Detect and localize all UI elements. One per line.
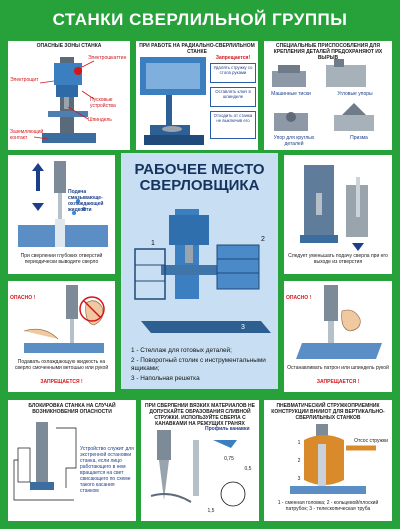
num-2: 2 [297,458,301,464]
forbidden-label: ЗАПРЕЩАЕТСЯ ! [316,379,360,385]
label-start-devices: Пусковые устройства [90,97,116,109]
rag-illustration [23,285,105,353]
fixtures-illustration [272,59,374,131]
feed-illustration [300,165,368,251]
caption: Останавливать патрон или шпиндель рукой [287,365,389,371]
rule-box: Оставлять ключ в шпинделе [210,87,256,107]
label-vise: Машинные тиски [271,91,311,97]
rule-box: Удалять стружку со стола руками [210,63,256,83]
caption: Следует уменьшать подачу сверла при его … [288,253,388,265]
legend-item-1: 1 - Стеллаж для готовых деталей; [131,347,232,354]
panel-danger-zones: ОПАСНЫЕ ЗОНЫ СТАНКА Электрошкаттин Пуско… [8,41,130,150]
panel-radial-drilling: ПРИ РАБОТЕ НА РАДИАЛЬНО-СВЕРЛИЛЬНОМ СТАН… [136,41,258,150]
panel-title: ПРИ РАБОТЕ НА РАДИАЛЬНО-СВЕРЛИЛЬНОМ СТАН… [139,43,255,55]
coolant-label: Подача смазывающе-охлаждающей жидкости [68,189,104,213]
rule-box: Отходить от станка не выключив его [210,111,256,139]
panel-feed-reduce: Следует уменьшать подачу сверла при его … [284,155,392,274]
panel-stop-chuck: ОПАСНО ! Останавливать патрон или шпинде… [284,281,392,392]
legend-item-2: 2 - Поворотный столик с инструментальным… [131,357,266,372]
workplace-illustration: 1 2 3 [134,209,271,333]
panel-title: СПЕЦИАЛЬНЫЕ ПРИСПОСОБЛЕНИЯ ДЛЯ КРЕПЛЕНИЯ… [273,43,383,61]
drill-machine-illustration [33,57,96,143]
panel-viscous: ПРИ СВЕРЛЕНИИ ВЯЗКИХ МАТЕРИАЛОВ НЕ ДОПУС… [141,400,259,521]
legend-item-3: 3 - Напольная решетка [131,375,200,382]
center-title-1: РАБОЧЕЕ МЕСТО [134,161,265,178]
center-title-2: СВЕРЛОВЩИКА [139,177,260,194]
num-1: 1 [297,440,301,446]
label-angle-stops: Угловые упоры [337,91,373,97]
radial-drill-illustration [140,57,206,145]
dimension: 0,75 [224,456,234,462]
label-round-stop: Упор для круглых деталей [273,135,315,147]
panel-title: ПНЕВМАТИЧЕСКИЙ СТРУЖКОПРИЕМНИК КОНСТРУКЦ… [271,403,385,421]
caption: 1 - сменная головка; 2 - кольцевой/плоск… [277,500,379,512]
suction-label: Отсос стружки [354,438,388,444]
panel-emergency-block: БЛОКИРОВКА СТАНКА НА СЛУЧАЙ ВОЗНИКНОВЕНИ… [8,400,136,521]
svg-text:1: 1 [151,240,155,247]
caption: При сверлении глубоких отверстий периоди… [20,253,103,265]
label-electrocabinet: Электрошкаттин [88,55,127,61]
dimension: 1,5 [207,508,215,514]
forbidden-label: ЗАПРЕЩАЕТСЯ ! [40,379,83,385]
deep-hole-illustration [18,161,108,247]
drill-grooves-illustration [150,430,246,507]
chuck-illustration [296,285,382,359]
label-electroshield: Электрощит [10,77,39,83]
panel-chip-collector: ПНЕВМАТИЧЕСКИЙ СТРУЖКОПРИЕМНИК КОНСТРУКЦ… [264,400,392,521]
panel-workplace: РАБОЧЕЕ МЕСТО СВЕРЛОВЩИКА 1 2 3 1 - Стел… [121,153,278,389]
panel-coolant: Подача смазывающе-охлаждающей жидкости П… [8,155,115,274]
block-description: Устройство служит для экстренной останов… [80,446,134,494]
groove-profile-label: Профиль канавки [205,426,250,432]
panel-fixtures: СПЕЦИАЛЬНЫЕ ПРИСПОСОБЛЕНИЯ ДЛЯ КРЕПЛЕНИЯ… [264,41,392,150]
svg-text:3: 3 [241,324,245,331]
panel-title: БЛОКИРОВКА СТАНКА НА СЛУЧАЙ ВОЗНИКНОВЕНИ… [28,403,116,415]
svg-text:2: 2 [261,236,265,243]
danger-label: ОПАСНО ! [10,295,36,301]
caption: Подавать охлаждающую жидкость на сверло … [14,359,109,371]
danger-label: ОПАСНО ! [286,295,312,301]
warning-forbidden: Запрещается! [215,55,251,61]
panel-title: ПРИ СВЕРЛЕНИИ ВЯЗКИХ МАТЕРИАЛОВ НЕ ДОПУС… [145,403,255,427]
num-3: 3 [297,476,301,482]
poster-title: СТАНКИ СВЕРЛИЛЬНОЙ ГРУППЫ [52,10,348,29]
label-spindle: Шпиндель [88,117,112,123]
panel-title: ОПАСНЫЕ ЗОНЫ СТАНКА [36,43,102,49]
label-ground-contact: Заземляющий контакт [10,129,44,141]
panel-coolant-forbidden: ОПАСНО ! Подавать охлаждающую жидкость н… [8,281,115,392]
dimension: 0,5 [244,466,252,472]
label-prism: Призма [350,135,368,141]
circuit-illustration [13,422,77,501]
chip-collector-illustration [290,424,376,494]
